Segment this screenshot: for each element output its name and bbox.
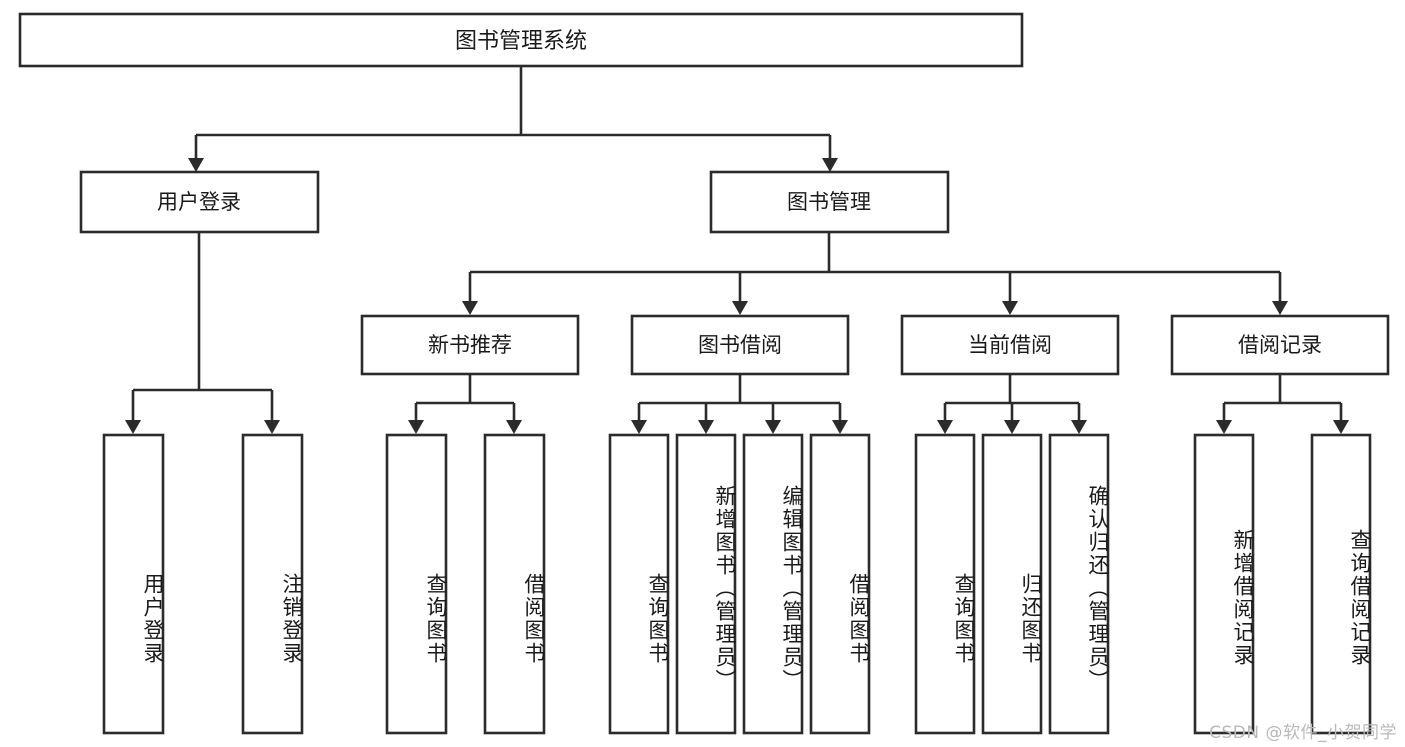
node-new-book-rec[interactable]: 新书推荐 (360, 314, 580, 376)
leaf-box-add-book[interactable] (675, 433, 737, 735)
arrowhead-borrow-record (1272, 301, 1288, 315)
leaf-box-user-login[interactable] (102, 433, 165, 735)
leaf-box-borrow-book-2[interactable] (809, 433, 871, 735)
node-new-book-rec-label: 新书推荐 (428, 333, 512, 357)
leaf-box-add-record[interactable] (1193, 433, 1255, 735)
arrowhead-leaf-logout (264, 420, 280, 434)
arrowhead-leaf-query-book-1 (408, 420, 424, 434)
leaf-label-confirm-return: 确认归还（管理员） (1086, 484, 1110, 692)
arrowhead-book-manage (822, 158, 838, 172)
node-root-label: 图书管理系统 (455, 29, 587, 54)
arrowhead-leaf-query-book-3 (937, 420, 953, 434)
arrowhead-leaf-borrow-book-2 (832, 420, 848, 434)
leaf-label-query-book-1: 查询图书 (424, 573, 448, 665)
leaf-box-query-record[interactable] (1310, 433, 1372, 735)
node-book-borrow-label: 图书借阅 (698, 333, 782, 357)
leaf-box-confirm-return[interactable] (1048, 433, 1110, 735)
arrowhead-leaf-add-record (1216, 420, 1232, 434)
arrowhead-leaf-query-record (1333, 420, 1349, 434)
arrowhead-leaf-user-login (125, 420, 141, 434)
leaf-box-query-book-1[interactable] (385, 433, 448, 735)
leaf-box-query-book-2[interactable] (608, 433, 670, 735)
leaf-label-return-book: 归还图书 (1019, 573, 1043, 665)
leaf-label-query-book-2: 查询图书 (646, 573, 670, 665)
leaf-box-logout[interactable] (241, 433, 304, 735)
node-current-borrow-label: 当前借阅 (968, 333, 1052, 357)
leaf-label-query-record: 查询借阅记录 (1348, 528, 1372, 667)
arrowhead-new-book-rec (462, 301, 478, 315)
node-current-borrow[interactable]: 当前借阅 (900, 314, 1120, 376)
node-book-manage-label: 图书管理 (787, 190, 871, 214)
leaf-label-borrow-book-2: 借阅图书 (847, 573, 871, 665)
arrowhead-leaf-add-book (698, 420, 714, 434)
arrowhead-leaf-borrow-book-1 (506, 420, 522, 434)
arrowhead-leaf-edit-book (765, 420, 781, 434)
node-book-borrow[interactable]: 图书借阅 (630, 314, 850, 376)
node-root[interactable]: 图书管理系统 (18, 12, 1024, 68)
arrowhead-leaf-return-book (1004, 420, 1020, 434)
node-book-manage[interactable]: 图书管理 (709, 170, 950, 234)
node-borrow-record-label: 借阅记录 (1238, 333, 1322, 357)
csdn-watermark: CSDN @软件_小贺同学 (1209, 723, 1397, 743)
leaf-box-query-book-3[interactable] (914, 433, 976, 735)
arrowhead-leaf-query-book-2 (631, 420, 647, 434)
arrowhead-book-borrow (732, 301, 748, 315)
leaf-box-edit-book[interactable] (742, 433, 804, 735)
leaf-box-borrow-book-1[interactable] (483, 433, 546, 735)
leaf-label-add-record: 新增借阅记录 (1231, 528, 1255, 667)
leaf-label-user-login: 用户登录 (141, 573, 165, 665)
arrowhead-leaf-confirm-return (1071, 420, 1087, 434)
node-user-login-label: 用户登录 (157, 190, 241, 214)
leaf-label-logout: 注销登录 (280, 573, 304, 665)
leaf-label-edit-book: 编辑图书（管理员） (780, 484, 804, 692)
leaf-label-query-book-3: 查询图书 (952, 573, 976, 665)
node-borrow-record[interactable]: 借阅记录 (1170, 314, 1390, 376)
arrowhead-current-borrow (1002, 301, 1018, 315)
leaf-label-add-book: 新增图书（管理员） (713, 484, 737, 692)
node-user-login[interactable]: 用户登录 (79, 170, 320, 234)
leaf-box-return-book[interactable] (981, 433, 1043, 735)
arrowhead-user-login (188, 158, 204, 172)
leaf-label-borrow-book-1: 借阅图书 (522, 573, 546, 665)
